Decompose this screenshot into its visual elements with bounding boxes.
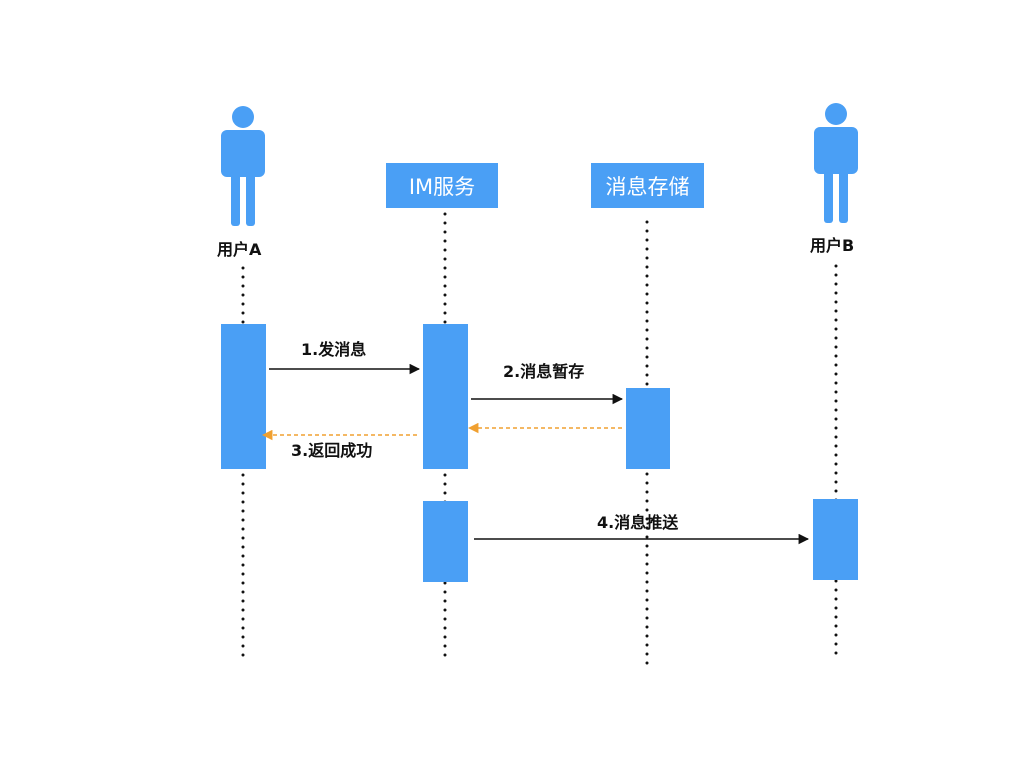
message-2-label: 2.消息暂存 <box>503 362 585 381</box>
message-3-label: 3.返回成功 <box>291 441 373 460</box>
user-a-activation <box>221 324 266 469</box>
im-service-box: IM服务 <box>386 163 498 208</box>
im-service-activation-1 <box>423 324 468 469</box>
user-b-person-icon <box>814 103 858 223</box>
user-a-label: 用户A <box>217 240 262 259</box>
message-store-box: 消息存储 <box>591 163 704 208</box>
message-store-activation <box>626 388 670 469</box>
message-4-label: 4.消息推送 <box>597 513 679 532</box>
message-1-label: 1.发消息 <box>301 340 367 359</box>
im-service-activation-2 <box>423 501 468 582</box>
im-service-label: IM服务 <box>408 174 476 199</box>
message-store-label: 消息存储 <box>605 174 690 199</box>
user-b-label: 用户B <box>810 236 855 255</box>
user-b-activation <box>813 499 858 580</box>
user-a-person-icon <box>221 106 265 226</box>
